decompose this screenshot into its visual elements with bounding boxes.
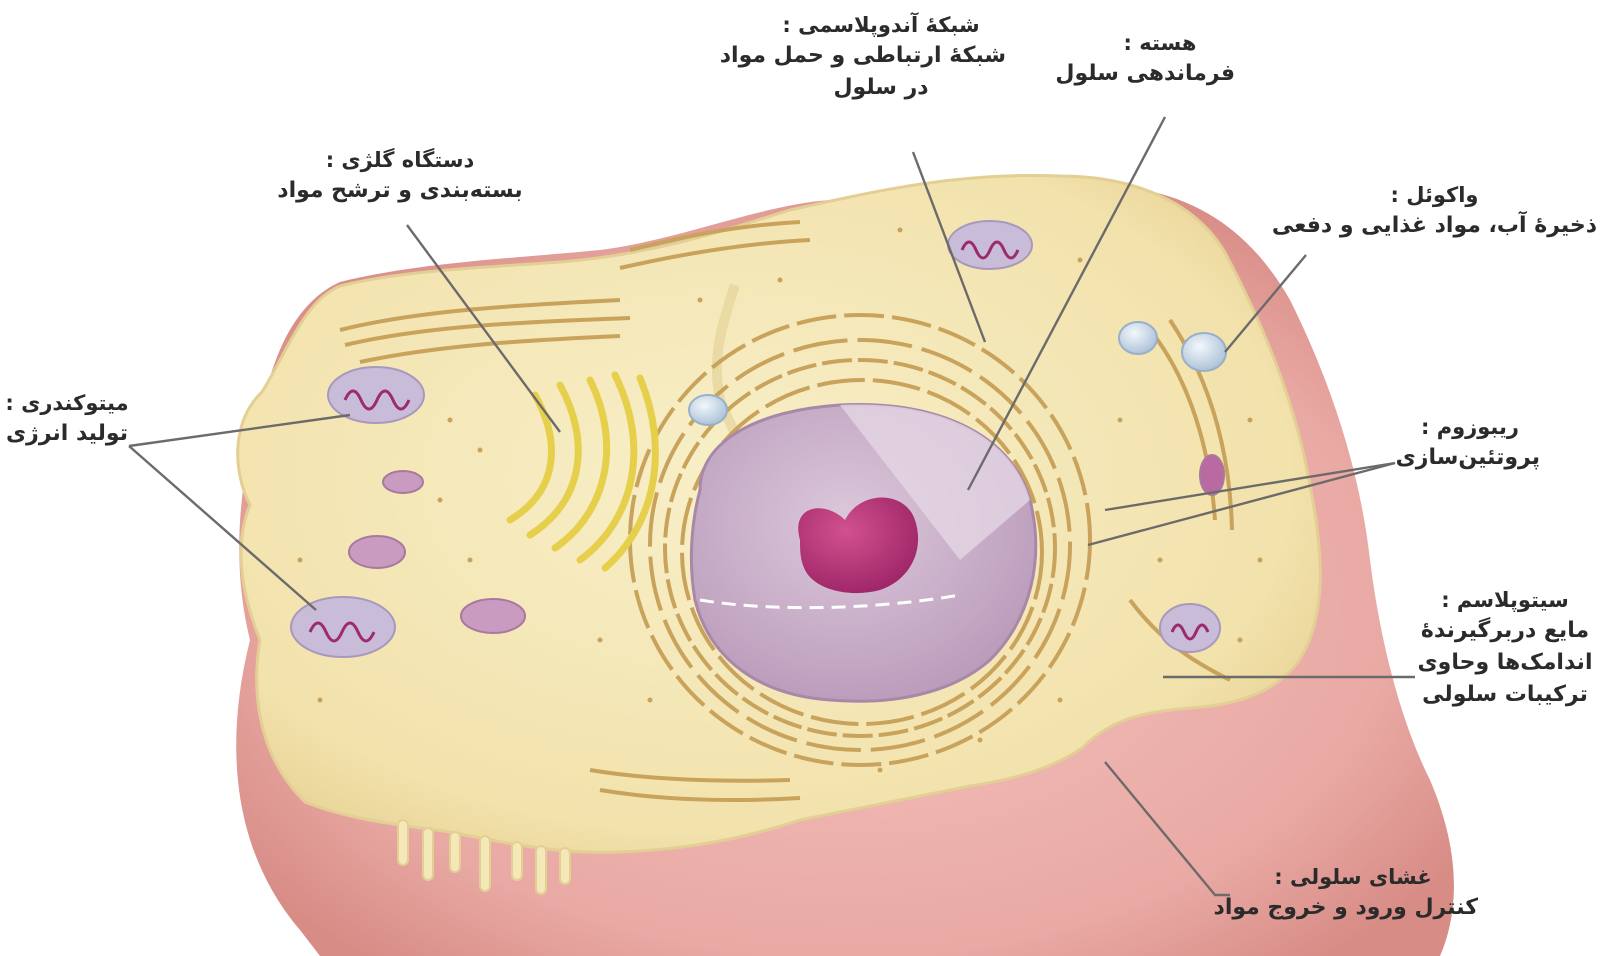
golgi-title: دستگاه گلژی : (275, 145, 525, 175)
label-vacuole: واکوئل : ذخیرهٔ آب، مواد غذایی و دفعی (1272, 180, 1597, 242)
cytoplasm-line2: اندامک‌ها وحاوی (1415, 647, 1595, 679)
ribosome-title: ریبوزوم : (1400, 412, 1540, 442)
vacuole-title: واکوئل : (1272, 180, 1597, 210)
golgi-line1: بسته‌بندی و ترشح مواد (275, 175, 525, 207)
label-mitochondria: میتوکندری : تولید انرژی (2, 388, 132, 450)
er-line1: شبکهٔ ارتباطی و حمل مواد (756, 40, 1006, 72)
ribosome-line1: پروتئین‌سازی (1400, 442, 1540, 474)
label-endoplasmic-reticulum: شبکهٔ آندوپلاسمی : شبکهٔ ارتباطی و حمل م… (756, 10, 1006, 104)
label-cytoplasm: سیتوپلاسم : مایع دربرگیرندهٔ اندامک‌ها و… (1415, 585, 1595, 711)
membrane-title: غشای سلولی : (1228, 862, 1478, 892)
mitochondria-title: میتوکندری : (2, 388, 132, 418)
cytoplasm-title: سیتوپلاسم : (1415, 585, 1595, 615)
label-golgi: دستگاه گلژی : بسته‌بندی و ترشح مواد (275, 145, 525, 207)
membrane-line1: کنترل ورود و خروج مواد (1228, 892, 1478, 924)
nucleus-line1: فرماندهی سلول (1085, 58, 1235, 90)
label-ribosome: ریبوزوم : پروتئین‌سازی (1400, 412, 1540, 474)
er-title: شبکهٔ آندوپلاسمی : (756, 10, 1006, 40)
mitochondria-line1: تولید انرژی (2, 418, 132, 450)
cytoplasm-line1: مایع دربرگیرندهٔ (1415, 615, 1595, 647)
cytoplasm-line3: ترکیبات سلولی (1415, 679, 1595, 711)
er-line2: در سلول (756, 72, 1006, 104)
vacuole-line1: ذخیرهٔ آب، مواد غذایی و دفعی (1272, 210, 1597, 242)
label-nucleus: هسته : فرماندهی سلول (1085, 28, 1235, 90)
nucleus-title: هسته : (1085, 28, 1235, 58)
label-membrane: غشای سلولی : کنترل ورود و خروج مواد (1228, 862, 1478, 924)
